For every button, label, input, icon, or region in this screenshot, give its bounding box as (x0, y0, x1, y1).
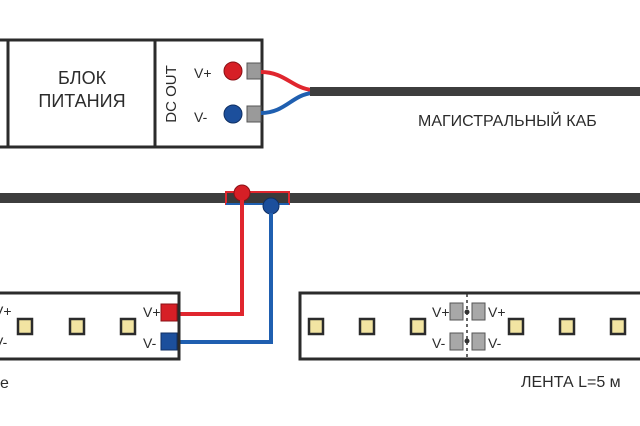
led-chip (507, 317, 525, 336)
strip-left-neg-pad (160, 332, 178, 351)
strip-left-edge-pos-label: V+ (0, 303, 12, 319)
led-chip (558, 317, 576, 336)
terminal-neg-block (246, 105, 262, 123)
led-chip (119, 317, 137, 336)
terminal-pos-dot (223, 61, 243, 81)
power-supply-body (0, 38, 264, 149)
led-chip (307, 317, 325, 336)
main-cable-label: МАГИСТРАЛЬНЫЙ КАБ (418, 111, 597, 130)
strip-left-neg-label: V- (143, 335, 157, 351)
led-chip (358, 317, 376, 336)
tap-neg-dot (262, 197, 280, 215)
strip-left-caption: е (0, 375, 9, 392)
negative-wire-top (260, 91, 313, 115)
main-cable-tap (0, 184, 640, 344)
joint-left-pos-label: V+ (432, 304, 450, 320)
joint-pad-bottom-left (449, 332, 464, 351)
joint-left-neg-label: V- (432, 335, 446, 351)
power-supply-name-line1: БЛОК (58, 68, 107, 88)
tap-positive-wire (180, 200, 244, 316)
led-strip-left: V+ V- V+ V- е (0, 291, 181, 392)
terminal-neg-label: V- (194, 109, 208, 125)
main-cable-top: МАГИСТРАЛЬНЫЙ КАБ (260, 70, 640, 130)
joint-pad-bottom-right (471, 332, 486, 351)
power-supply-name-line2: ПИТАНИЯ (38, 91, 125, 111)
power-supply-unit: БЛОК ПИТАНИЯ DC OUT V+ V- (0, 38, 264, 149)
joint-pad-top-right (471, 302, 486, 321)
strip-left-pos-pad (160, 303, 178, 322)
joint-right-neg-label: V- (488, 335, 502, 351)
led-chip (16, 317, 34, 336)
tap-negative-wire (180, 213, 273, 344)
dc-out-label: DC OUT (163, 65, 180, 123)
led-chip (609, 317, 627, 336)
led-strip-right-body (298, 291, 640, 361)
led-strip-right: V+ V- V+ V- ЛЕНТА L=5 м (298, 291, 640, 391)
positive-wire-top (260, 70, 313, 92)
tap-pos-dot (233, 184, 251, 202)
terminal-neg-dot (223, 104, 243, 124)
joint-pad-top-left (449, 302, 464, 321)
strip-left-edge-neg-label: V- (0, 334, 8, 350)
strip-left-pos-label: V+ (143, 304, 161, 320)
cut-marker-top (464, 309, 470, 315)
main-cable-top-sheath (310, 87, 640, 96)
cut-marker-bottom (464, 338, 470, 344)
led-chip (409, 317, 427, 336)
strip-right-caption: ЛЕНТА L=5 м (521, 374, 621, 391)
led-chip (68, 317, 86, 336)
main-cable-mid-sheath (0, 193, 640, 203)
terminal-pos-label: V+ (194, 65, 212, 81)
terminal-pos-block (246, 62, 262, 80)
joint-right-pos-label: V+ (488, 304, 506, 320)
